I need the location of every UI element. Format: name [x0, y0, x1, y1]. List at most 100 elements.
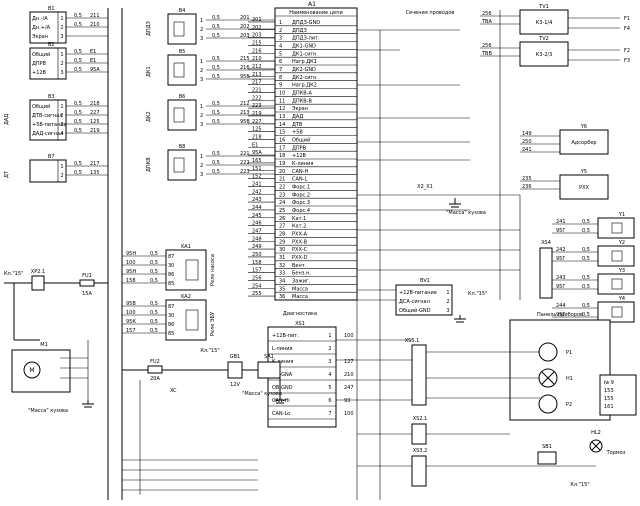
ecu-wire-number: 157 — [252, 268, 262, 274]
injector-wire-number: 95Г — [556, 256, 565, 262]
ecu-pin-name: ДАД — [292, 114, 303, 120]
sensor-ref: B5 — [179, 49, 186, 55]
wire-number: 218 — [90, 101, 100, 107]
injector-wire-number: 95Г — [556, 228, 565, 234]
ecu-wire-number: 219 — [252, 111, 262, 117]
ecu-pin-name: ДПДЗ-пит. — [292, 36, 320, 42]
ecu-wire-number: 243 — [252, 197, 262, 203]
fuse2-ref: FU2 — [150, 359, 160, 365]
dt-label: ДТ — [4, 170, 10, 178]
diag-title: Диагностика — [283, 311, 317, 317]
ecu-wire-number: 223 — [252, 103, 262, 109]
kl-label: Кл."15" — [4, 271, 23, 277]
ecu-wire-number: 158 — [252, 260, 262, 266]
svg-text:M: M — [29, 367, 34, 374]
diag-row-number: 5 — [328, 385, 331, 391]
injector-wire-number: 244 — [556, 303, 566, 309]
ecu-pin-number: 6 — [279, 59, 282, 65]
ecu-pin-name: ДК1-GND — [292, 43, 316, 49]
wiring: Сечения проводов X2_X1 "Масса" кузова XS… — [336, 8, 553, 500]
ecu-pin-name: ДК1-сигн. — [292, 51, 318, 57]
relay-gauge: 0,5 — [150, 260, 158, 266]
dad-label: ДАД — [4, 114, 10, 125]
wire-number: 95А — [90, 67, 100, 73]
diag-row-name: CAN-Lo — [272, 411, 290, 417]
wire-gauge: 0,5 — [212, 15, 220, 21]
ecu-pin-name: Вент. — [292, 263, 307, 269]
ecu-wire-number: 227 — [252, 119, 262, 125]
ecu-pin-name: Зажиг. — [292, 278, 311, 284]
ecu-wire-number: 249 — [252, 244, 262, 250]
xs4-label: XS4 — [541, 240, 551, 246]
relay-label: Реле насоса — [210, 254, 216, 286]
relay-pin: 87 — [168, 304, 174, 310]
wire-gauge: 0,5 — [74, 170, 82, 176]
ecu-pin-number: 25 — [279, 208, 285, 214]
ecu-pin-number: 23 — [279, 192, 285, 198]
injector-wire-number: 243 — [556, 275, 566, 281]
wire-gauge: 0,5 — [212, 110, 220, 116]
svg-text:155: 155 — [604, 396, 614, 402]
ecu-pin-name: CAN-L — [292, 177, 307, 183]
x2-label: X2_X1 — [417, 184, 433, 190]
relay-wire-number: 95Н — [126, 269, 136, 275]
ecu-wire-number: 165 — [252, 158, 262, 164]
ecu-wire-number: 203 — [252, 33, 262, 39]
component-out: F1 — [624, 16, 630, 22]
ecu-wire-number: 202 — [252, 25, 262, 31]
bottom-right: XS2.1 XS3.2 HL2 Тормоз SB1 Кл."15" № 9 1… — [357, 374, 637, 488]
component-wire-number: TBA — [481, 19, 492, 25]
ecu-wire-number: 95А — [252, 150, 262, 156]
component-wire-number: 236 — [522, 184, 532, 190]
relay-wire-number: 95К — [126, 319, 136, 325]
bv1-row: Общий-GND — [399, 307, 431, 314]
pin-number: 1 — [200, 154, 203, 160]
component-label: К3-2/3 — [536, 52, 553, 58]
relay-gauge: 0,5 — [150, 319, 158, 325]
wire-gauge: 0,5 — [74, 119, 82, 125]
wire-gauge: 0,5 — [212, 151, 220, 157]
xs3-label: XS3.2 — [413, 448, 428, 454]
wire-number: 216 — [240, 65, 250, 71]
diag-row-name: ОВ-GND — [272, 385, 293, 391]
relay-wire-number: 100 — [126, 310, 136, 316]
diag-row-number: 1 — [328, 333, 331, 339]
pin-label: +12В — [32, 70, 47, 76]
injector-gauge: 0,5 — [582, 219, 590, 225]
diag-row-name: L-линия — [272, 346, 292, 352]
ecu-pin-number: 4 — [279, 43, 282, 49]
component-wire-number: 241 — [522, 147, 532, 153]
sensor-ref: B6 — [179, 94, 186, 100]
relay-pin: 87 — [168, 254, 174, 260]
wire-gauge: 0,5 — [212, 119, 220, 125]
relay-wire-number: 95Н — [126, 251, 136, 257]
kl-label-2: Кл."15" — [200, 348, 219, 354]
wire-number: Е1 — [90, 58, 96, 64]
relay-gauge: 0,5 — [150, 278, 158, 284]
ecu-pin-name: +5В — [292, 130, 303, 136]
ecu-wire-number: 248 — [252, 236, 262, 242]
supply-line: Кл."15" XP2.1 FU1 15А — [4, 269, 108, 341]
relay-gauge: 0,5 — [150, 269, 158, 275]
ecu-pin-name: РХХ-D — [292, 255, 308, 261]
ecu-pin-number: 20 — [279, 169, 285, 175]
relay-pin: 86 — [168, 322, 174, 328]
ecu-wire-number: 221 — [252, 87, 262, 93]
diag-wire-number: 210 — [344, 372, 354, 378]
wire-number: 222 — [240, 160, 250, 166]
sensor-ref: B4 — [179, 8, 186, 14]
svg-text:№ 9: № 9 — [604, 380, 614, 386]
